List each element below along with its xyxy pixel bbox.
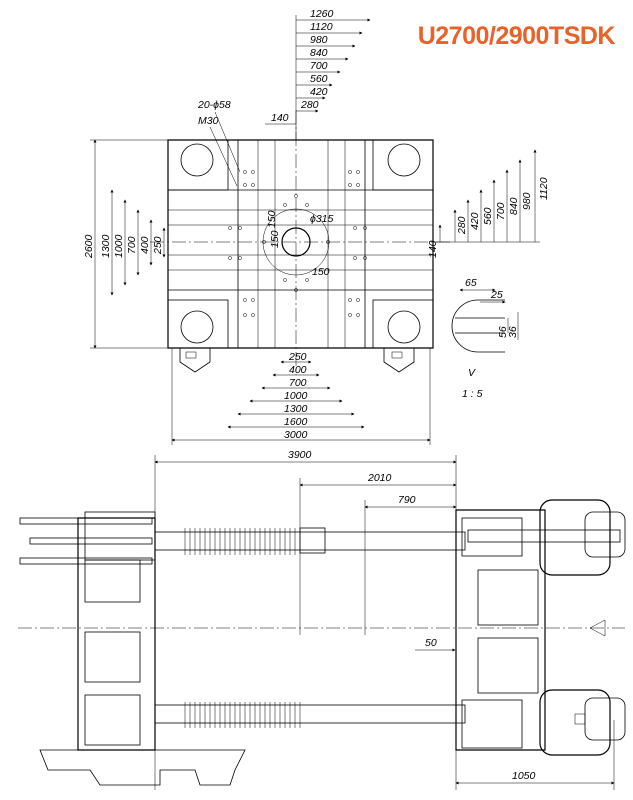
- dim-right-6: 420: [469, 212, 481, 230]
- dim-bottom-1: 250: [288, 351, 307, 363]
- detail-dim-h1: 56: [497, 326, 509, 338]
- dim-stroke: 2010: [367, 472, 392, 484]
- machine-side-view: 3900 2010 790 50 1050: [18, 449, 626, 790]
- label-bolt-holes: 20-ϕ58: [197, 99, 231, 111]
- label-hole-diameter: ϕ315: [310, 213, 334, 225]
- dim-daylight: 790: [398, 494, 416, 506]
- dim-right-5: 560: [482, 207, 494, 225]
- dim-right-7: 280: [456, 216, 468, 235]
- dim-offset: 50: [425, 637, 437, 649]
- detail-v: 65 25 56 36 V 1 : 5: [451, 277, 519, 400]
- dim-left-1: 2600: [83, 234, 95, 259]
- platen-left-dimensions: 2600 1300 1000 700 400 250: [83, 139, 168, 349]
- dim-bottom-7: 3000: [284, 429, 308, 441]
- dim-bottom-4: 1000: [284, 390, 308, 402]
- dim-left-4: 700: [126, 236, 138, 254]
- dim-left-6: 250: [152, 236, 164, 255]
- platen-top-dimensions: 1260 1120 980 840 700 560 420 280 140: [265, 8, 371, 140]
- dim-top-4: 840: [310, 47, 328, 59]
- platen-right-dimensions: 1120 980 840 700 560 420 280 140: [427, 149, 550, 258]
- label-radius-right: 150: [269, 230, 281, 248]
- machine-model-title: U2700/2900TSDK: [417, 22, 616, 50]
- detail-scale: 1 : 5: [462, 388, 483, 400]
- platen-annotations: ϕ315 20-ϕ58 M30 150 150 150: [197, 99, 334, 278]
- dim-bottom-2: 400: [289, 364, 307, 376]
- platen-front-view: [150, 110, 450, 375]
- detail-dim-h2: 36: [507, 326, 519, 338]
- platen-bottom-dimensions: 250 400 700 1000 1300 1600 3000: [171, 348, 431, 445]
- detail-dim-width: 65: [465, 277, 477, 289]
- dim-top-5: 700: [310, 60, 328, 72]
- dim-top-6: 560: [310, 73, 328, 85]
- dim-top-9: 140: [271, 112, 289, 124]
- dim-right-3: 840: [508, 197, 520, 215]
- dim-right-2: 980: [521, 192, 533, 210]
- detail-label: V: [468, 367, 476, 379]
- label-radius-bottom: 150: [312, 266, 330, 278]
- dim-overall: 3900: [288, 449, 312, 461]
- dim-top-3: 980: [310, 34, 328, 46]
- dim-left-3: 1000: [113, 234, 125, 258]
- dim-top-1: 1260: [310, 8, 334, 20]
- dim-top-8: 280: [300, 99, 319, 111]
- label-radius-left: 150: [266, 210, 278, 228]
- dim-right-1: 1120: [538, 177, 550, 200]
- dim-bottom-5: 1300: [284, 403, 308, 415]
- dim-right-4: 700: [495, 202, 507, 220]
- dim-bottom-3: 700: [289, 377, 307, 389]
- dim-left-2: 1300: [100, 234, 112, 258]
- dim-bottom-6: 1600: [284, 416, 308, 428]
- detail-dim-slot: 25: [490, 289, 503, 301]
- dim-left-5: 400: [139, 236, 151, 254]
- dim-right-8: 140: [427, 240, 439, 258]
- label-thread: M30: [198, 115, 219, 127]
- dim-top-7: 420: [310, 86, 328, 98]
- dim-top-2: 1120: [310, 21, 333, 33]
- dim-base: 1050: [512, 770, 536, 782]
